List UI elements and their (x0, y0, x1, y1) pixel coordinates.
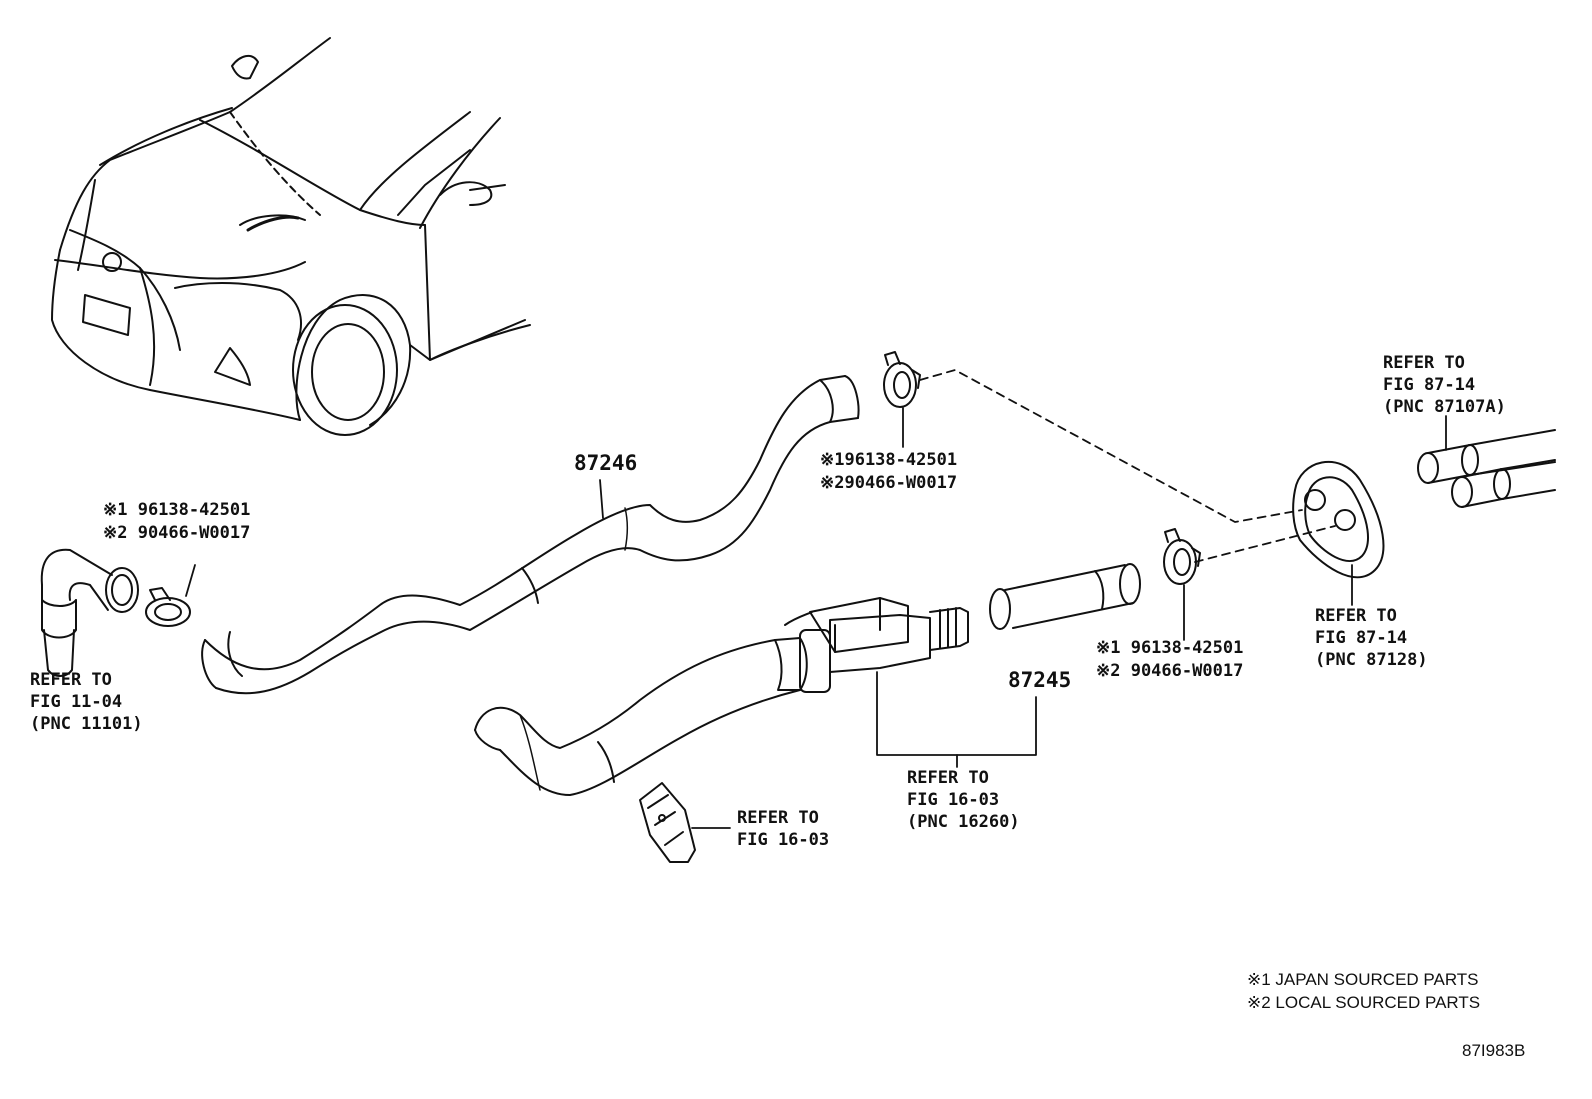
clamp-left-line1[interactable]: ※1 96138-42501 (103, 500, 251, 520)
bracket-art (639, 782, 696, 863)
refer-fig-11-04-line1: REFER TO (30, 670, 112, 690)
refer-pipes-line2[interactable]: FIG 87-14 (1383, 375, 1476, 395)
elbow-fitting (40, 548, 139, 677)
hose-87246-outline (201, 375, 860, 695)
footnote-japan-sourced: ※1 JAPAN SOURCED PARTS (1247, 970, 1479, 989)
pipes-art (1417, 429, 1556, 508)
clamp-top-line2[interactable]: ※290466-W0017 (820, 473, 958, 493)
refer-pipes-line1: REFER TO (1383, 353, 1465, 373)
refer-grommet-line1: REFER TO (1315, 606, 1397, 626)
clamp-right-art (1163, 528, 1201, 585)
refer-bracket-line1: REFER TO (737, 808, 819, 828)
refer-valve-line2[interactable]: FIG 16-03 (907, 790, 1000, 810)
straight-hose-87245 (989, 563, 1141, 630)
clamp-top-art (883, 351, 921, 408)
refer-grommet-line2[interactable]: FIG 87-14 (1315, 628, 1408, 648)
clamp-left-art (145, 587, 191, 627)
clamp-right-line2[interactable]: ※2 90466-W0017 (1096, 661, 1244, 681)
footnote-local-sourced: ※2 LOCAL SOURCED PARTS (1247, 993, 1481, 1012)
part-number-87245[interactable]: 87245 (1008, 668, 1072, 692)
clamp-top-line1[interactable]: ※196138-42501 (820, 450, 958, 470)
refer-valve-line1: REFER TO (907, 768, 989, 788)
refer-valve-line3: (PNC 16260) (907, 812, 1020, 832)
hose-87245-outline (474, 597, 969, 796)
vehicle-illustration (51, 37, 531, 436)
refer-pipes-line3: (PNC 87107A) (1383, 397, 1506, 417)
refer-grommet-line3: (PNC 87128) (1315, 650, 1428, 670)
refer-fig-11-04-line3: (PNC 11101) (30, 714, 143, 734)
clamp-left-line2[interactable]: ※2 90466-W0017 (103, 523, 251, 543)
clamp-right-line1[interactable]: ※1 96138-42501 (1096, 638, 1244, 658)
refer-fig-11-04-line2[interactable]: FIG 11-04 (30, 692, 123, 712)
illustration-code: 87I983B (1462, 1041, 1526, 1060)
refer-bracket-line2[interactable]: FIG 16-03 (737, 830, 830, 850)
grommet-art (1292, 461, 1385, 579)
dashed-lines (919, 369, 1336, 563)
part-number-87246[interactable]: 87246 (574, 451, 638, 475)
leader-lines (185, 407, 1447, 829)
